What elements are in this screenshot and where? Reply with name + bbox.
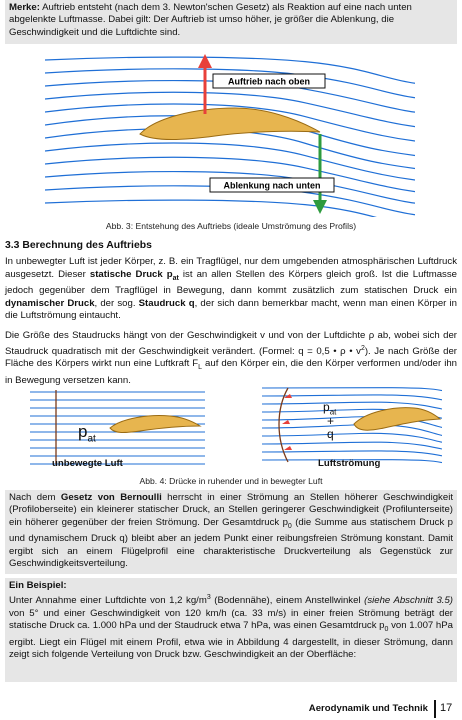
airflow-lines bbox=[262, 387, 442, 464]
merke-box: Merke: Auftrieb entsteht (nach dem 3. Ne… bbox=[5, 0, 457, 44]
footer-divider bbox=[434, 700, 436, 718]
airflow-diagram bbox=[262, 387, 442, 464]
streamline bbox=[262, 459, 442, 464]
dynamic-pressure-symbol: q bbox=[327, 427, 334, 441]
streamline bbox=[262, 394, 442, 401]
paragraph-dynamic-pressure: Die Größe des Staudrucks hängt von der G… bbox=[5, 330, 457, 386]
streamline bbox=[262, 441, 442, 450]
streamline bbox=[45, 56, 415, 84]
streamline bbox=[45, 142, 415, 181]
section-heading: 3.3 Berechnung des Auftriebs bbox=[5, 240, 152, 251]
lift-diagram: Auftrieb nach oben Ablenkung nach unten bbox=[45, 54, 415, 217]
figure-3-caption: Abb. 3: Entstehung des Auftriebs (ideale… bbox=[105, 221, 357, 231]
merke-label: Merke: bbox=[9, 2, 40, 13]
airflow-label: Luftströmung bbox=[318, 458, 381, 469]
paragraph-static-pressure: In unbewegter Luft ist jeder Körper, z. … bbox=[5, 256, 457, 322]
streamline bbox=[262, 450, 442, 457]
flow-static-symbol: pat bbox=[323, 400, 337, 417]
still-air-label: unbewegte Luft bbox=[52, 458, 123, 469]
airfoil-shape bbox=[139, 107, 321, 140]
figure-4-caption: Abb. 4: Drücke in ruhender und in bewegt… bbox=[139, 476, 323, 486]
deflection-down-label: Ablenkung nach unten bbox=[223, 181, 320, 191]
streamline bbox=[262, 387, 442, 392]
lift-arrow bbox=[198, 54, 212, 114]
airfoil-still bbox=[109, 415, 202, 434]
still-air-diagram bbox=[30, 390, 205, 465]
flow-arrows bbox=[282, 394, 292, 450]
streamline bbox=[45, 156, 415, 193]
airfoil-flow bbox=[353, 407, 442, 431]
page-footer: Aerodynamik und Technik 17 bbox=[0, 700, 462, 720]
example-heading: Ein Beispiel: bbox=[9, 580, 67, 591]
merke-text: Auftrieb entsteht (nach dem 3. Newton'sc… bbox=[9, 2, 412, 38]
streamline bbox=[45, 170, 415, 204]
lift-up-label: Auftrieb nach oben bbox=[228, 77, 310, 87]
static-pressure-symbol: pat bbox=[78, 422, 96, 445]
streamline bbox=[45, 68, 415, 99]
page-number: 17 bbox=[440, 702, 453, 714]
streamline bbox=[262, 401, 442, 410]
bernoulli-box: Nach dem Gesetz von Bernoulli herrscht i… bbox=[5, 490, 457, 574]
streamline bbox=[45, 199, 377, 217]
streamline bbox=[45, 103, 415, 142]
footer-title: Aerodynamik und Technik bbox=[308, 703, 428, 714]
streamline bbox=[45, 91, 415, 128]
streamline bbox=[45, 128, 415, 170]
example-box: Ein Beispiel: Unter Annahme einer Luftdi… bbox=[5, 578, 457, 682]
streamline bbox=[262, 432, 442, 443]
plus-sign: + bbox=[327, 414, 335, 428]
